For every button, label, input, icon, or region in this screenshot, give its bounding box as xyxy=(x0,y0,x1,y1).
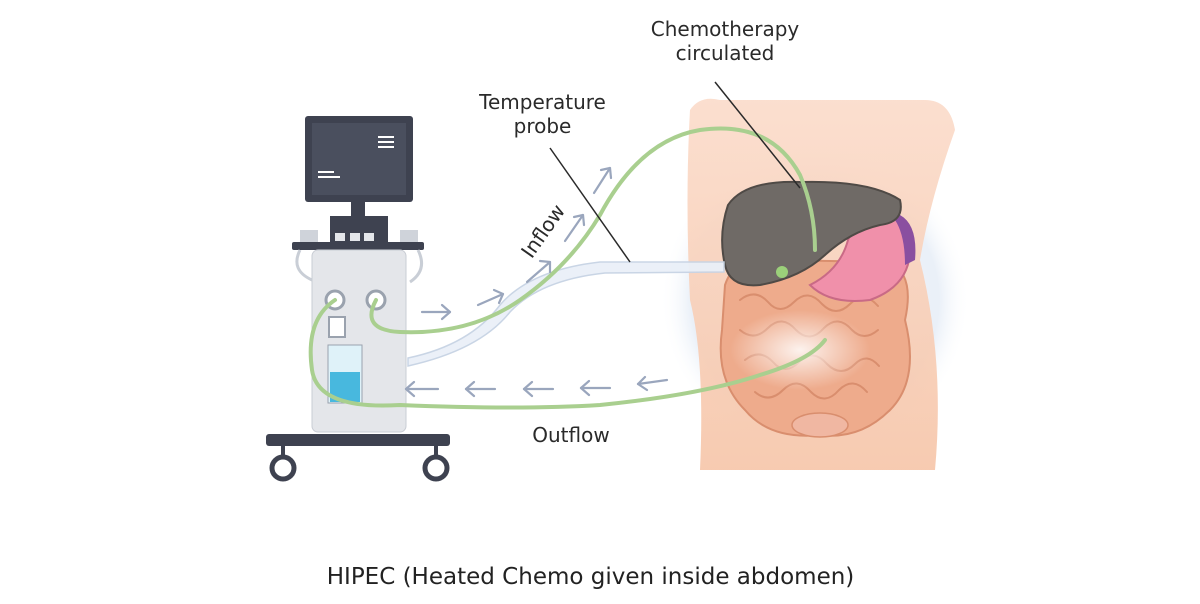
temperature-probe-label: Temperature probe xyxy=(460,90,625,138)
probe-leader-line xyxy=(549,147,631,263)
outflow-tube xyxy=(308,298,827,410)
chemotherapy-label-line1: Chemotherapy xyxy=(650,17,800,41)
flow-arrow-icon xyxy=(420,303,452,321)
spleen xyxy=(895,215,916,265)
flow-arrows xyxy=(404,166,669,398)
abdomen-illustration xyxy=(660,98,970,470)
wheel-icon xyxy=(269,454,297,482)
liver xyxy=(721,180,902,287)
flow-arrow-icon xyxy=(404,380,440,398)
hipec-machine xyxy=(266,116,450,482)
inflow-tube xyxy=(369,126,817,335)
diagram-caption: HIPEC (Heated Chemo given inside abdomen… xyxy=(326,564,855,590)
flow-arrow-icon xyxy=(563,213,586,243)
flow-ribbon xyxy=(407,261,725,367)
chemo-mist xyxy=(730,310,870,390)
temperature-probe-label-line1: Temperature xyxy=(479,90,606,114)
flow-arrow-icon xyxy=(525,259,552,284)
outflow-label: Outflow xyxy=(532,423,610,447)
gallbladder xyxy=(776,266,788,278)
chemotherapy-label: Chemotherapy circulated xyxy=(630,17,820,65)
temperature-probe-label-line2: probe xyxy=(513,114,572,138)
flow-arrow-icon xyxy=(636,375,669,392)
flow-arrow-icon xyxy=(464,380,497,398)
flow-arrow-icon xyxy=(592,166,613,195)
flow-arrow-icon xyxy=(476,288,505,307)
wheel-icon xyxy=(422,454,450,482)
flow-arrow-icon xyxy=(522,380,555,398)
circulation-tubing xyxy=(308,126,827,410)
chemo-leader-line xyxy=(714,81,801,189)
flow-arrow-icon xyxy=(579,379,612,397)
chemotherapy-label-line2: circulated xyxy=(675,41,775,65)
